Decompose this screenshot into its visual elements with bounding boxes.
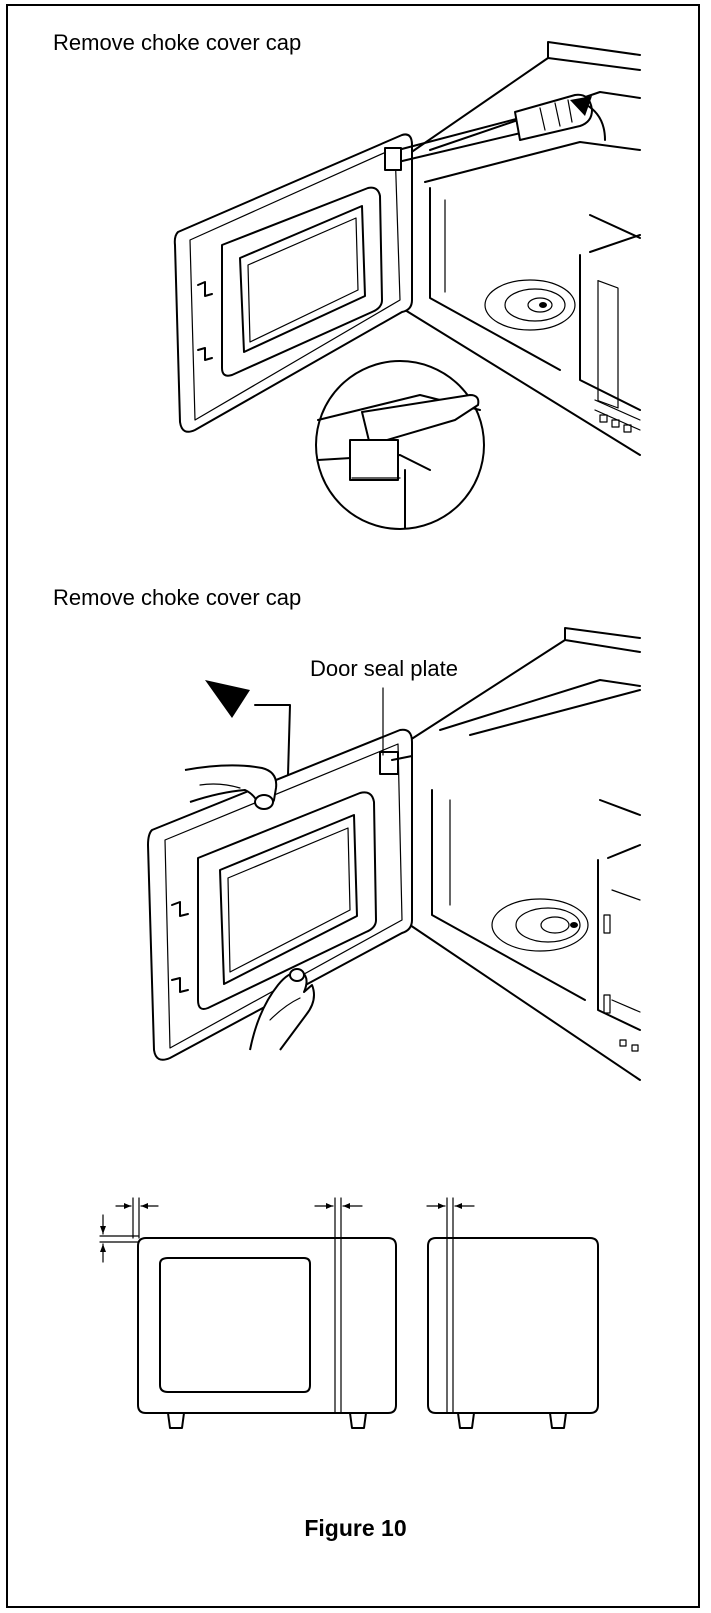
clearance-diagram [99, 1197, 599, 1429]
oven-front-view [137, 1237, 397, 1429]
screwdriver-icon [384, 93, 593, 171]
panel1-illustration [173, 41, 641, 530]
oven-body-2 [409, 627, 641, 1081]
figure-frame [6, 4, 700, 1608]
figure-caption: Figure 10 [304, 1515, 407, 1541]
oven-side-view [427, 1237, 599, 1429]
turntable-2 [491, 898, 589, 952]
door-seal-plate-label: Door seal plate [310, 656, 458, 681]
oven-body-1 [399, 41, 641, 456]
rotation-arrow-icon [570, 96, 606, 141]
hand-icon [249, 968, 315, 1051]
lift-arrow-icon [205, 680, 291, 776]
dimension-markers [99, 1197, 475, 1263]
hand-icon [184, 764, 278, 810]
panel2-illustration [147, 627, 641, 1081]
turntable-1 [484, 279, 576, 331]
panel2-title: Remove choke cover cap [53, 585, 302, 610]
panel1-title: Remove choke cover cap [53, 30, 302, 55]
door-1 [173, 133, 413, 433]
magnifier-detail-icon [315, 360, 485, 530]
door-2 [147, 728, 413, 1061]
